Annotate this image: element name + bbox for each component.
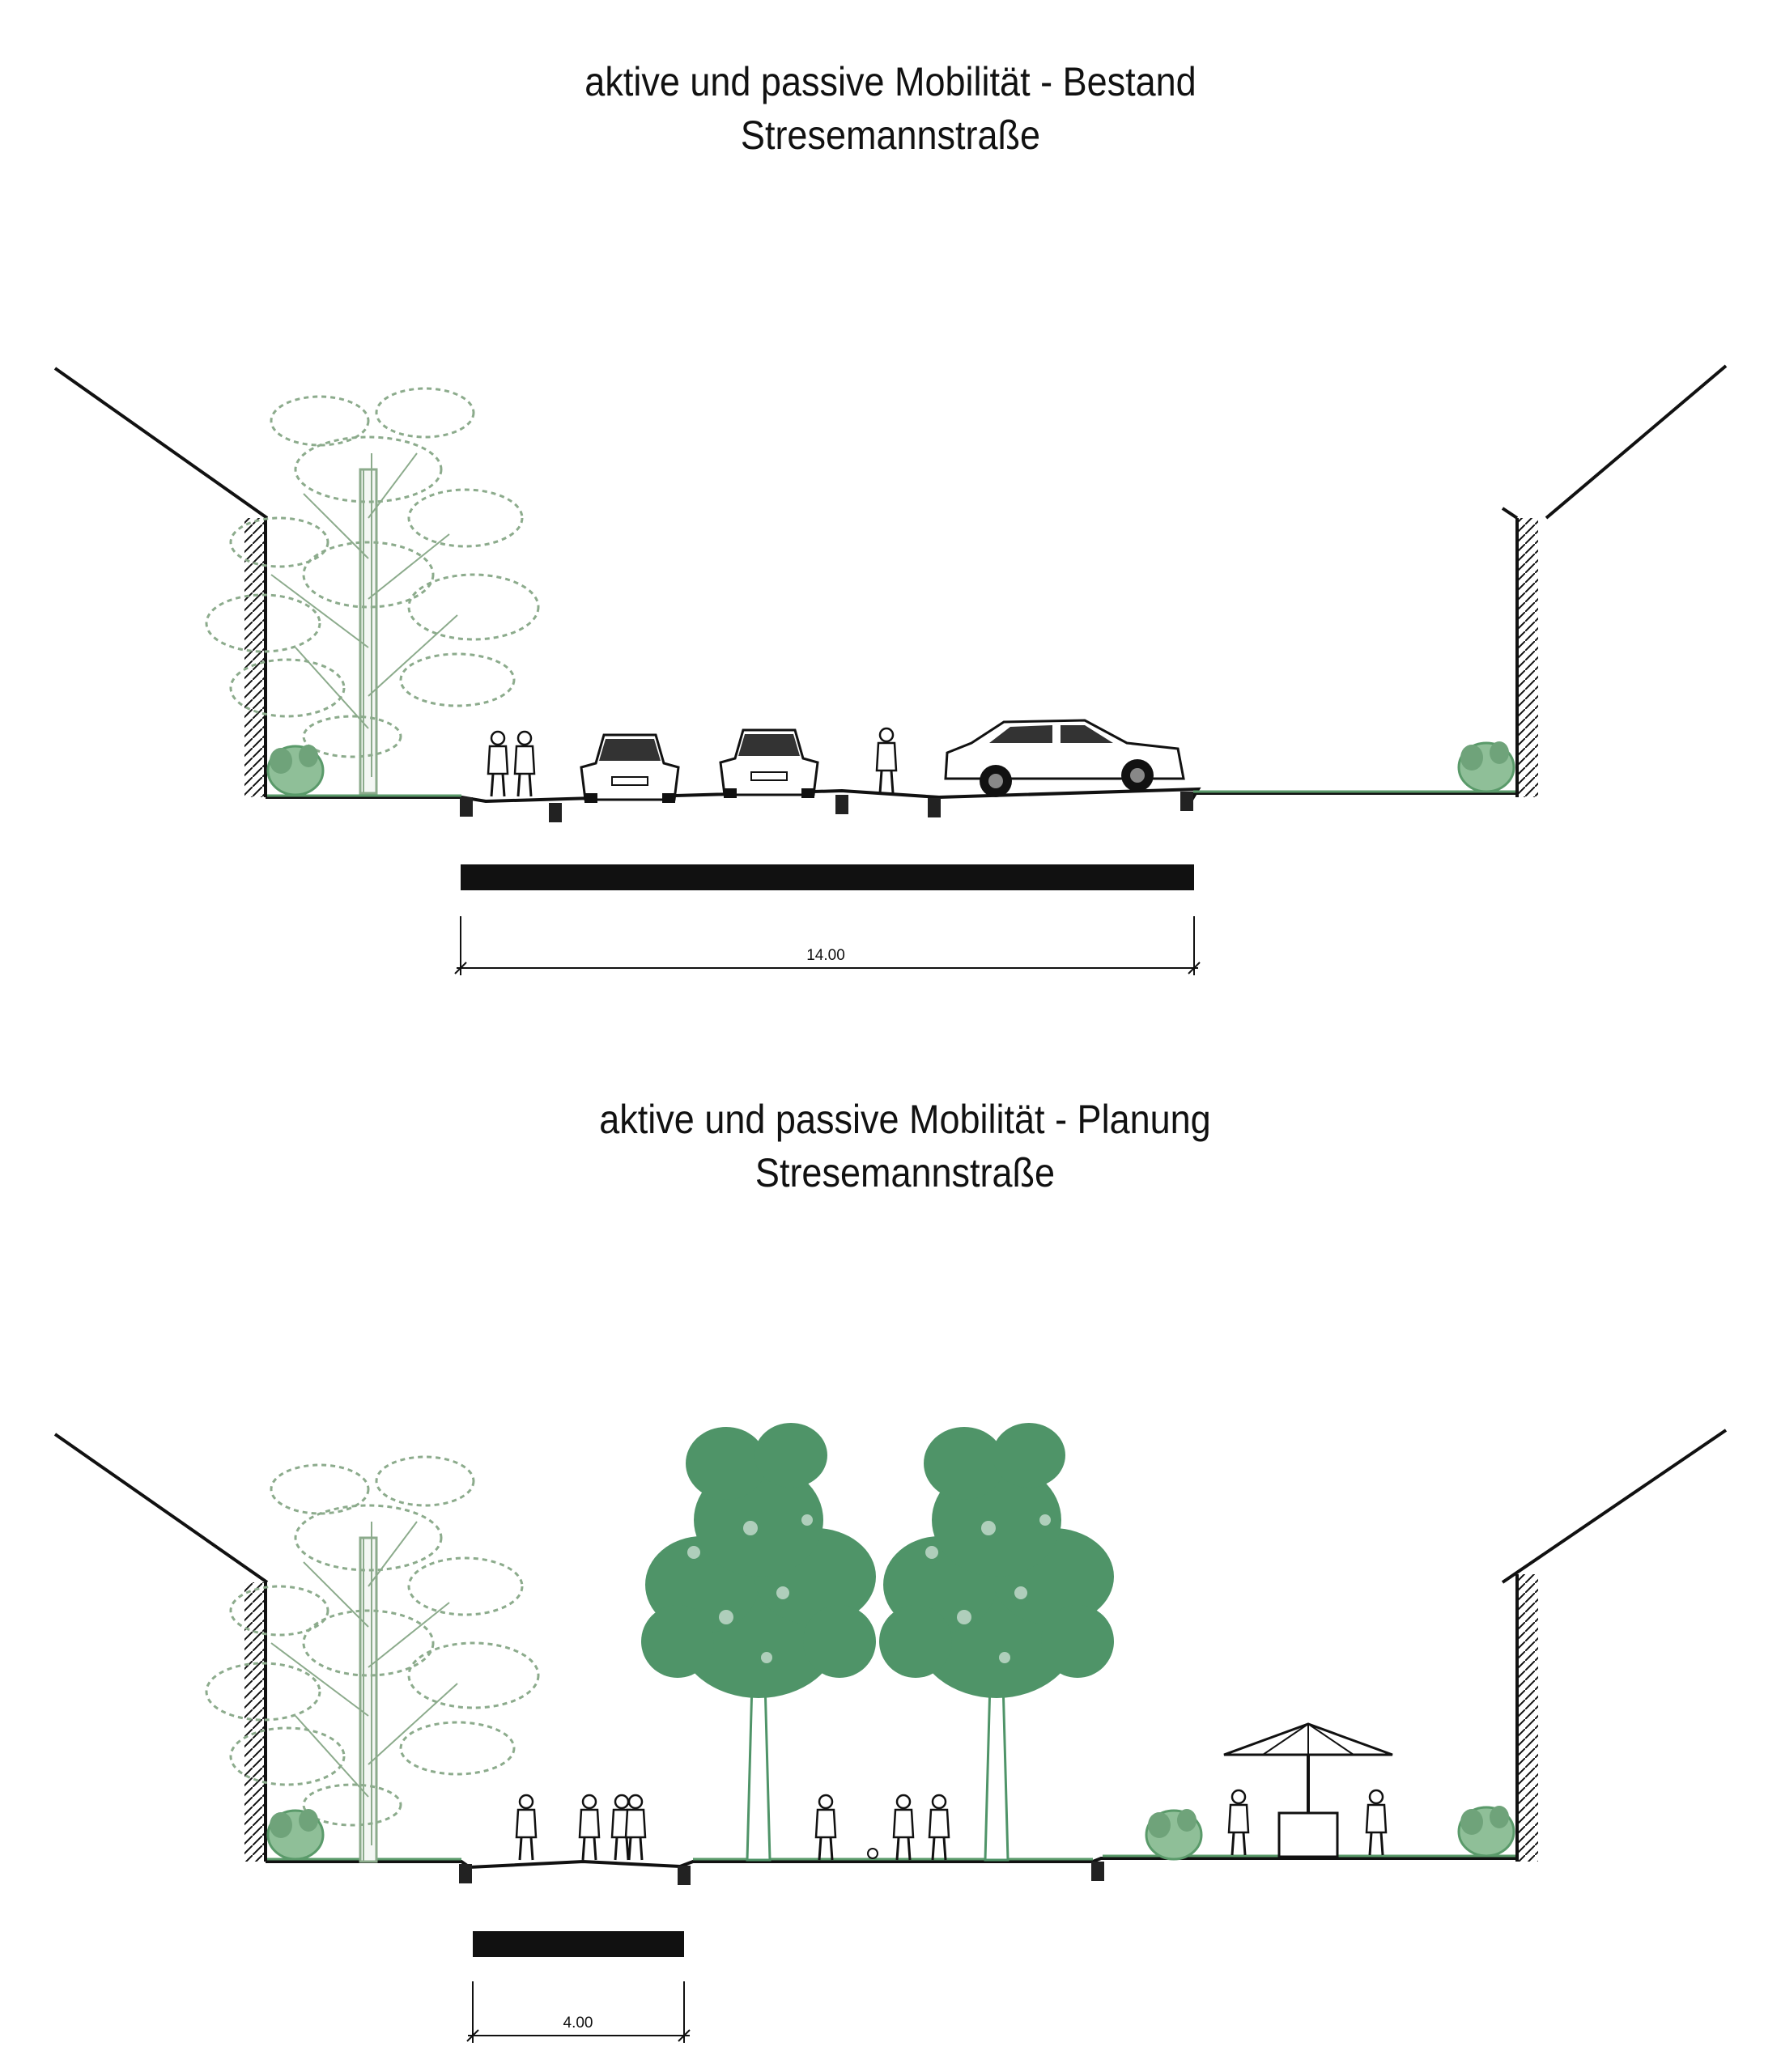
street-name: Stresemannstraße	[754, 1150, 1056, 1195]
umbrella-table-icon	[1223, 1722, 1393, 1858]
roof-line	[53, 1429, 1728, 1584]
dimension-line	[466, 1981, 691, 2043]
facade-hatch	[1517, 1574, 1538, 1862]
ball-icon	[867, 1848, 878, 1859]
section-heading: aktive und passive Mobilität - Planung	[599, 1097, 1211, 1142]
section-existing: 14.00	[53, 364, 1728, 975]
facade-hatch	[244, 1582, 266, 1862]
street-name: Stresemannstraße	[740, 113, 1041, 158]
facade-hatch	[1517, 518, 1538, 797]
dimension-line	[454, 916, 1201, 975]
dimension-label: 4.00	[563, 2015, 593, 2032]
width-bar	[473, 1931, 684, 1957]
dimension-label: 14.00	[806, 947, 845, 964]
roof-line	[53, 364, 1728, 520]
width-bar	[461, 864, 1194, 890]
section-title-planned: aktive und passive Mobilität - Planung S…	[104, 1093, 1707, 1199]
car-side-icon	[944, 719, 1185, 797]
section-heading: aktive und passive Mobilität - Bestand	[584, 59, 1197, 104]
section-title-existing: aktive und passive Mobilität - Bestand S…	[89, 55, 1692, 162]
street-surface	[266, 787, 1517, 804]
section-planned: 4.00	[53, 1421, 1728, 2043]
